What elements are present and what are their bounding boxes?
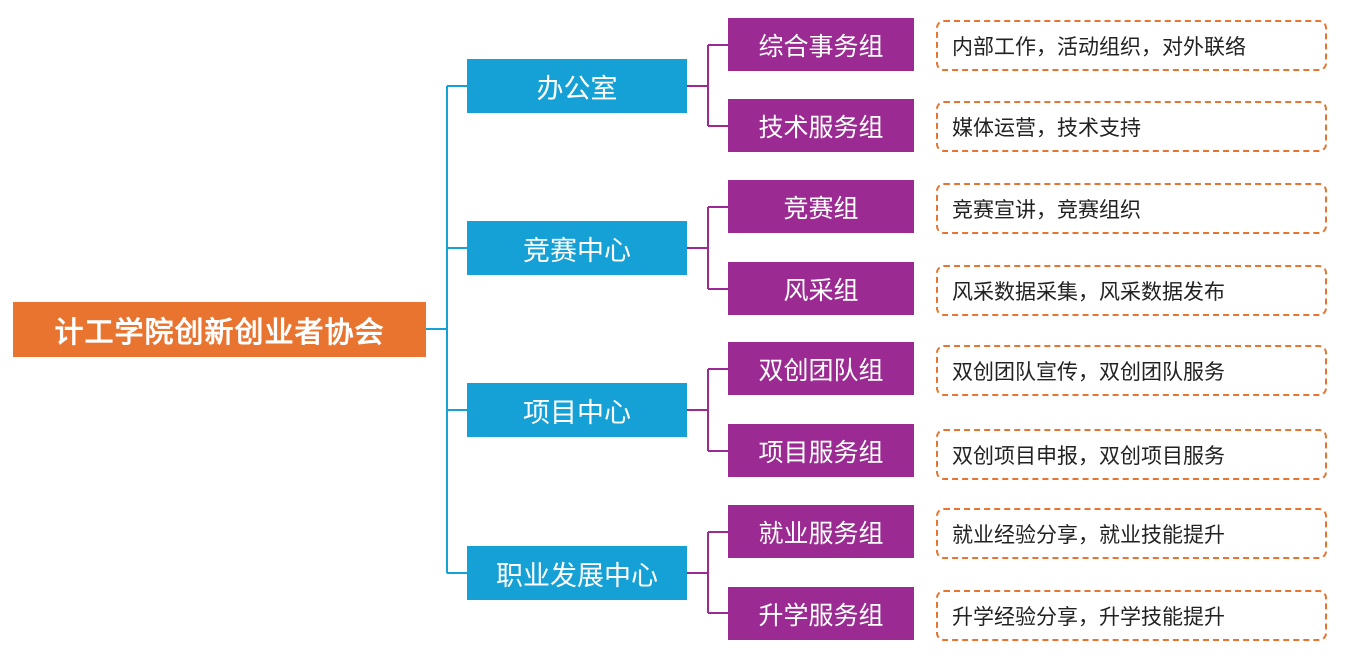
- group-description: 双创团队宣传，双创团队服务: [936, 345, 1327, 396]
- group-label: 升学服务组: [758, 600, 884, 630]
- group-label: 技术服务组: [758, 112, 884, 142]
- group-label: 竞赛组: [783, 193, 859, 223]
- description-text: 媒体运营，技术支持: [952, 115, 1141, 140]
- group-description: 媒体运营，技术支持: [936, 101, 1327, 152]
- dept-node-project: 项目中心: [467, 383, 687, 437]
- group-label: 双创团队组: [758, 355, 884, 385]
- group-node: 风采组: [728, 262, 914, 315]
- group-node: 项目服务组: [728, 424, 914, 477]
- group-node: 竞赛组: [728, 180, 914, 233]
- dept-label: 办公室: [536, 73, 618, 105]
- description-text: 双创项目申报，双创项目服务: [952, 443, 1225, 468]
- group-label: 项目服务组: [758, 437, 884, 467]
- dept-label: 项目中心: [523, 397, 631, 429]
- group-label: 风采组: [783, 275, 859, 305]
- group-node: 技术服务组: [728, 99, 914, 152]
- description-text: 双创团队宣传，双创团队服务: [952, 359, 1225, 384]
- group-description: 内部工作，活动组织，对外联络: [936, 20, 1327, 71]
- description-text: 竞赛宣讲，竞赛组织: [952, 197, 1141, 222]
- dept-label: 竞赛中心: [523, 235, 631, 267]
- description-text: 升学经验分享，升学技能提升: [952, 604, 1225, 629]
- dept-node-competition: 竞赛中心: [467, 221, 687, 275]
- description-text: 内部工作，活动组织，对外联络: [952, 34, 1246, 59]
- group-node: 就业服务组: [728, 505, 914, 558]
- group-label: 综合事务组: [758, 31, 884, 61]
- group-node: 综合事务组: [728, 18, 914, 71]
- group-node: 升学服务组: [728, 587, 914, 640]
- group-description: 双创项目申报，双创项目服务: [936, 429, 1327, 480]
- dept-node-career: 职业发展中心: [467, 546, 687, 600]
- group-description: 升学经验分享，升学技能提升: [936, 590, 1327, 641]
- dept-node-office: 办公室: [467, 59, 687, 113]
- group-label: 就业服务组: [758, 518, 884, 548]
- description-text: 风采数据采集，风采数据发布: [952, 279, 1225, 304]
- root-label: 计工学院创新创业者协会: [54, 314, 385, 349]
- group-description: 竞赛宣讲，竞赛组织: [936, 183, 1327, 234]
- dept-label: 职业发展中心: [496, 560, 658, 592]
- root-node: 计工学院创新创业者协会: [13, 302, 426, 357]
- group-node: 双创团队组: [728, 342, 914, 395]
- description-text: 就业经验分享，就业技能提升: [952, 522, 1225, 547]
- group-description: 就业经验分享，就业技能提升: [936, 508, 1327, 559]
- group-description: 风采数据采集，风采数据发布: [936, 265, 1327, 316]
